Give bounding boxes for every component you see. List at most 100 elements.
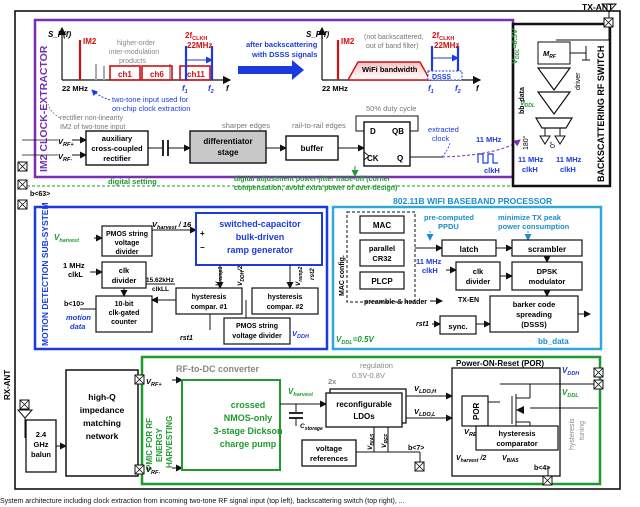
extracted-2: clock <box>432 134 449 143</box>
vldo-l: VLDO,L <box>414 407 436 418</box>
svg-text:high-Q: high-Q <box>88 392 116 402</box>
pmic-title-2: ENERGY <box>155 428 164 462</box>
pmic-title-1: PMIC FOR RF <box>145 418 154 470</box>
svg-text:references: references <box>310 454 348 463</box>
s2-f1: f1 <box>428 84 434 95</box>
minimize-1: minimize TX peak <box>498 213 562 222</box>
svg-text:GHz: GHz <box>34 440 49 449</box>
pmic-frame <box>140 355 602 486</box>
svg-text:voltage divider: voltage divider <box>232 333 282 340</box>
rail-to-rail: rail-to-rail edges <box>292 121 346 130</box>
svg-text:D: D <box>370 127 376 136</box>
vref-label: VREF <box>381 433 390 448</box>
svg-text:hysteresis: hysteresis <box>268 294 303 301</box>
balun-block <box>25 419 57 473</box>
svg-text:cross-coupled: cross-coupled <box>91 144 143 153</box>
svg-text:clk-gated: clk-gated <box>109 310 140 317</box>
rf-switch-title: BACKSCATTERING RF SWITCH <box>596 46 606 182</box>
after-bs-2: with DSSS signals <box>251 50 317 59</box>
svg-text:divider: divider <box>112 276 137 285</box>
svg-text:LDOs: LDOs <box>353 412 375 421</box>
svg-text:ramp generator: ramp generator <box>227 245 294 255</box>
driver-label: driver <box>575 72 582 90</box>
preamble: preamble & header <box>364 299 427 306</box>
svg-text:scrambler: scrambler <box>528 245 566 254</box>
s1-im2: IM2 <box>83 37 97 46</box>
svg-text:comparator: comparator <box>496 439 537 448</box>
svg-text:PMOS string: PMOS string <box>236 323 278 330</box>
s1-fclk: 2fCLKH <box>185 31 207 42</box>
vldo-h: VLDO,H <box>414 384 437 395</box>
ldo-block <box>325 392 403 428</box>
mac-config: MAC config. <box>339 255 346 296</box>
svg-text:rectifier: rectifier <box>103 154 131 163</box>
phase0: 0° <box>549 141 557 148</box>
freq15k: 15.62kHz <box>146 277 175 284</box>
mrf-label: MRF <box>543 49 557 60</box>
svg-text:clk: clk <box>119 266 130 275</box>
two-x: 2x <box>328 377 337 386</box>
s1-fclk-val: 22MHz <box>187 41 212 50</box>
s1-ch1 <box>109 65 141 81</box>
por-hyst-comparator <box>475 425 559 451</box>
im2-vrf-minus: VRF- <box>58 152 72 163</box>
two-tone-2: on-chip clock extraction <box>112 104 190 113</box>
s2-f2: f2 <box>455 84 461 95</box>
digital-adj-1: digital adjustment power-jitter trade-of… <box>234 176 391 183</box>
rs-clk-1b: clkH <box>522 165 538 174</box>
svg-text:divider: divider <box>466 277 491 286</box>
svg-text:PLCP: PLCP <box>371 277 393 286</box>
voltage-references <box>301 439 357 467</box>
s1-ylabel: S_P(f) <box>48 30 71 39</box>
svg-text:spreading: spreading <box>516 310 552 319</box>
wifi-vddl: VDDL=0.5V <box>336 335 374 346</box>
im2-clock-extractor: IM2 CLOCK-EXTRACTOR S_P(f) IM2 higher-or… <box>22 18 521 179</box>
motion-title: MOTION DETECTION SUB-SYSTEM <box>40 202 50 346</box>
por-vref: VREF <box>464 427 481 438</box>
svg-text:DPSK: DPSK <box>537 267 558 276</box>
s1-ch11 <box>179 65 211 81</box>
por-vharvest2: Vharvest /2 <box>456 455 486 464</box>
svg-text:+: + <box>200 229 205 238</box>
sync-block <box>439 315 477 335</box>
s2-notbs-2: out of band filter) <box>366 43 419 50</box>
wifi-baseband: 802.11B WIFI BASEBAND PROCESSOR MAC conf… <box>331 196 603 351</box>
im2-section-title: IM2 CLOCK-EXTRACTOR <box>38 45 50 172</box>
regulation-1: regulation <box>360 361 393 370</box>
motion-clkL: clkL <box>68 270 83 279</box>
rs-clk-1: 11 MHz <box>518 155 544 164</box>
rs-clk-2: 11 MHz <box>556 155 582 164</box>
svg-text:clk: clk <box>473 267 484 276</box>
pmic-title-3: HARVESTING <box>165 416 174 468</box>
por-frame <box>451 367 561 477</box>
phase180: 180° <box>522 135 530 150</box>
figure-caption: System architecture including clock extr… <box>0 498 405 505</box>
plcp-block <box>359 271 405 290</box>
svg-text:impedance: impedance <box>80 405 125 415</box>
s2-dsss: DSSS <box>432 74 451 81</box>
motion-detection: MOTION DETECTION SUB-SYSTEM Vharvest PMO… <box>33 202 329 351</box>
svg-text:differentiator: differentiator <box>203 137 252 146</box>
svg-text:MAC: MAC <box>373 221 391 230</box>
svg-text:buffer: buffer <box>301 144 324 153</box>
svg-text:voltage: voltage <box>115 240 140 247</box>
rs-clk-2b: clkH <box>560 165 576 174</box>
hyst-comp-1 <box>175 287 243 315</box>
svg-text:barker code: barker code <box>513 300 556 309</box>
svg-text:parallel: parallel <box>369 244 395 253</box>
duty-cycle: 50% duty cycle <box>366 104 416 113</box>
s1-higher-order-3: products <box>119 58 146 65</box>
motion-1mhz: 1 MHz <box>63 261 85 270</box>
hyst-comp-2 <box>251 287 319 315</box>
svg-text:voltage: voltage <box>316 444 342 453</box>
pmic-vrf-minus: VRF- <box>146 465 160 476</box>
svg-text:network: network <box>86 431 119 441</box>
motion-frame <box>33 205 329 351</box>
s1-higher-order-1: higher-order <box>117 40 156 47</box>
svg-text:hysteresis: hysteresis <box>498 429 535 438</box>
svg-text:stage: stage <box>218 148 239 157</box>
motion-data-2: data <box>70 322 85 331</box>
tx-en: TX-EN <box>458 297 479 304</box>
s1-ch6 <box>141 65 173 81</box>
